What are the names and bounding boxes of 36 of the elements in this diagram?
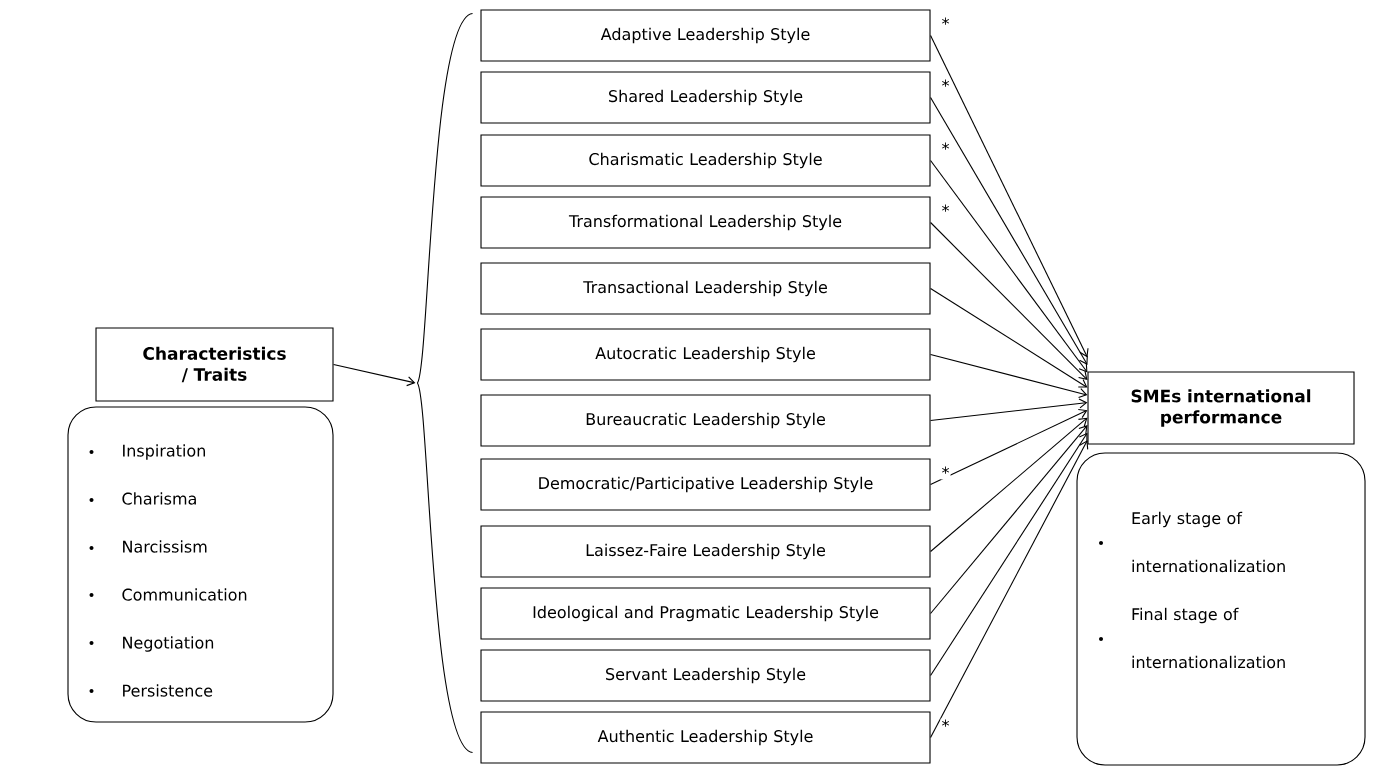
arrow <box>930 425 1088 615</box>
style-box: Adaptive Leadership Style <box>480 9 931 62</box>
style-box: Autocratic Leadership Style <box>480 328 931 381</box>
arrow <box>930 432 1088 677</box>
style-box: Servant Leadership Style <box>480 649 931 702</box>
arrow <box>930 353 1088 398</box>
style-box: Authentic Leadership Style <box>480 711 931 764</box>
bullet-list-box: Early stage of internationalization Final stage of internationalization <box>1076 452 1366 766</box>
style-box: Transformational Leadership Style <box>480 196 931 249</box>
edge-label: * <box>940 718 951 733</box>
style-box: Democratic/Participative Leadership Style <box>480 458 931 511</box>
style-box: Ideological and Pragmatic Leadership Style <box>480 587 931 640</box>
style-box: Shared Leadership Style <box>480 71 931 124</box>
arrow <box>930 159 1088 373</box>
edge-label: * <box>940 141 951 156</box>
edge-label: * <box>940 16 951 31</box>
style-box: Charismatic Leadership Style <box>480 134 931 187</box>
edge-label: * <box>940 78 951 93</box>
edge-label: * <box>940 465 951 480</box>
arrow <box>930 287 1088 388</box>
bullet-list-box: Inspiration Charisma Narcissism Communication Negotiation Persistence <box>67 406 334 723</box>
style-box: Transactional Leadership Style <box>480 262 931 315</box>
heading-box: SMEs international performance <box>1087 371 1355 445</box>
arrow <box>930 96 1088 365</box>
arrow <box>333 363 416 387</box>
arrow <box>930 417 1088 553</box>
style-box: Bureaucratic Leadership Style <box>480 394 931 447</box>
brace-drawing <box>416 12 474 754</box>
arrow <box>930 440 1089 739</box>
arrow <box>930 34 1089 358</box>
arrow <box>930 408 1088 486</box>
arrow <box>930 221 1088 380</box>
arrow <box>930 398 1088 422</box>
style-box: Laissez-Faire Leadership Style <box>480 525 931 578</box>
edge-label: * <box>940 203 951 218</box>
heading-box: Characteristics / Traits <box>95 327 334 402</box>
